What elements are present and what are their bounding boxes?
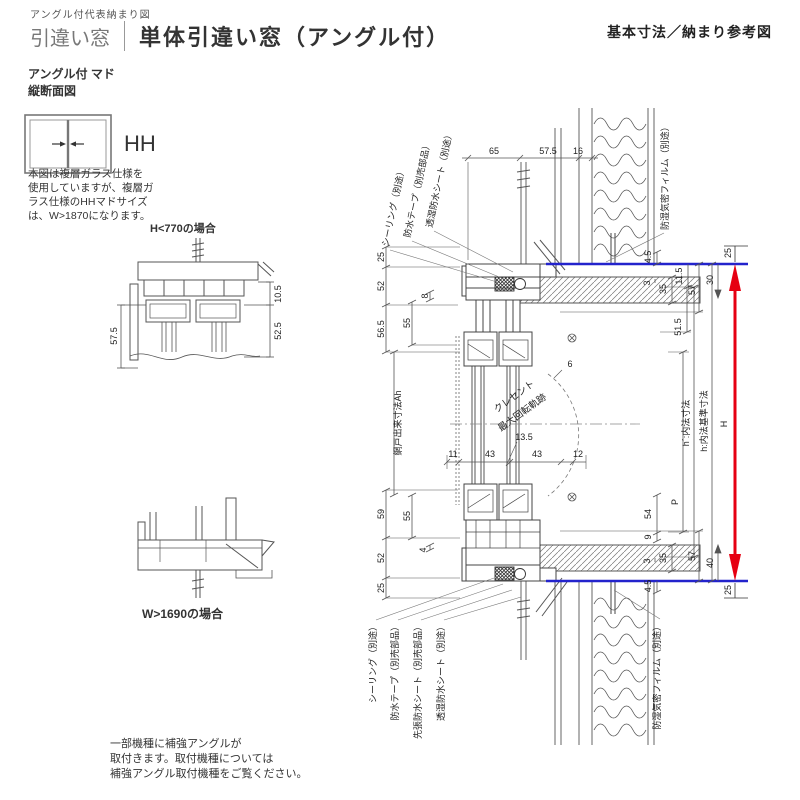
page-title: 単体引違い窓（アングル付） (139, 25, 451, 50)
dim-left-59: 59 (376, 509, 386, 519)
dim-right-57t: 57 (687, 285, 697, 295)
label-sheet-bottom: 透湿防水シート（別途） (435, 622, 446, 721)
reference-lines (450, 262, 748, 583)
slide-direction-arrows (52, 141, 84, 147)
dim-top-16: 16 (573, 146, 583, 156)
case-h-dimensions (117, 281, 274, 369)
frame-head-section (461, 239, 566, 333)
dim-right-4-5t: 4.5 (643, 251, 653, 264)
dim-left-55t: 55 (402, 318, 412, 328)
dim-right-9: 9 (643, 534, 653, 539)
footer-note-line: 取付きます。取付機種については (110, 753, 274, 765)
dim-right-35b: 35 (658, 553, 668, 563)
page-eyebrow: アングル付代表納まり図 (30, 10, 151, 21)
dim-right-35t: 35 (658, 284, 668, 294)
footer-note-line: 一部機種に補強アングルが (110, 738, 242, 750)
dim-left-52t: 52 (376, 281, 386, 291)
insulation-top (593, 117, 647, 257)
dim-right-11-5: 11.5 (674, 268, 684, 285)
fastener-symbols (567, 333, 577, 502)
dim-left-52b: 52 (376, 553, 386, 563)
label-sealing-bottom: シーリング（別途） (367, 622, 378, 703)
right-title: 基本寸法／納まり参考図 (607, 24, 772, 40)
wall-structure-bottom (516, 581, 655, 745)
dim-center-11: 11 (448, 449, 457, 459)
ref-base-dim-label: h:内法基準寸法 (698, 390, 709, 452)
dim-left-25b: 25 (376, 583, 386, 593)
case-w-detail-drawing (137, 497, 275, 598)
dimension-lines (381, 154, 722, 601)
seal-blocks (494, 276, 526, 581)
crescent-swing-arc (547, 373, 580, 497)
footer-note-line: 補強アングル取付機種をご覧ください。 (110, 768, 308, 780)
dim-right-51-5: 51.5 (673, 318, 683, 336)
title-row: 引違い窓 単体引違い窓（アングル付） (30, 20, 450, 52)
section-title-line2: 縦断面図 (28, 84, 77, 98)
label-tape-bottom: 防水テープ（別売部品） (389, 622, 400, 720)
dim-right-3b: 3 (642, 558, 652, 563)
label-film-bottom: 防湿気密フィルム（別途） (651, 622, 662, 730)
ref-p-label: P (670, 499, 680, 505)
glass-spec-note: 本図は複層ガラス仕様を 使用していますが、複層ガ ラス仕様のHHマドサイズ は、… (28, 167, 153, 223)
leader-lines (375, 230, 665, 621)
dim-center-43b: 43 (532, 449, 542, 459)
dim-top-65: 65 (489, 146, 499, 156)
dim-right-30: 30 (705, 275, 715, 285)
dim-right-40: 40 (705, 558, 715, 568)
wood-framing-hatch (511, 276, 701, 572)
dim-52-5: 52.5 (273, 322, 283, 340)
dim-57-5: 57.5 (109, 327, 119, 345)
ref-inner-dim-label: h´:内法寸法 (680, 400, 691, 447)
dim-top-57-5: 57.5 (539, 146, 557, 156)
dim-left-56-5: 56.5 (376, 320, 386, 338)
sliding-window-icon (24, 114, 112, 174)
case-h-detail-drawing: 57.5 10.5 52.5 (109, 238, 283, 369)
case-w-label: W>1690の場合 (142, 607, 224, 621)
dim-right-25b: 25 (723, 585, 733, 595)
window-code-label: HH (124, 131, 156, 156)
dim-right-25t: 25 (723, 248, 733, 258)
dim-right-57b: 57 (687, 551, 697, 561)
dim-center-43a: 43 (485, 449, 495, 459)
dim-10-5: 10.5 (273, 285, 283, 303)
note-line: 本図は複層ガラス仕様を (28, 168, 144, 180)
dim-right-4-5b: 4.5 (643, 580, 653, 593)
wall-structure-top (516, 108, 655, 264)
dim-left-8: 8 (420, 293, 430, 298)
sash-sections (463, 331, 533, 521)
note-line: ラス仕様のHHマドサイズ (28, 196, 148, 208)
dim-left-4: 4 (418, 547, 428, 552)
dim-left-55b: 55 (402, 511, 412, 521)
section-title-line1: アングル付 マド (28, 67, 115, 81)
insulation-bottom (593, 597, 647, 737)
note-line: は、W>1870になります。 (28, 210, 151, 222)
footer-note: 一部機種に補強アングルが 取付きます。取付機種については 補強アングル取付機種を… (110, 737, 308, 782)
dim-center-13-5: 13.5 (515, 432, 533, 442)
case-h-label: H<770の場合 (150, 223, 216, 235)
category-title: 引違い窓 (30, 27, 110, 50)
ref-h-label: H (719, 421, 729, 428)
dim-left-25t: 25 (376, 252, 386, 262)
screen-dim-label: 網戸出来寸法Ah (392, 390, 403, 455)
dim-right-3t: 3 (642, 280, 652, 285)
h-dimension-red (724, 245, 748, 599)
main-section-drawing: シーリング（別途） 防水テープ（別売部品） 透湿防水シート（別途） 防湿気密フィ… (367, 108, 748, 745)
label-film-top: 防湿気密フィルム（別途） (659, 122, 670, 230)
dim-center-12: 12 (573, 449, 583, 459)
section-title: アングル付 マド 縦断面図 (28, 66, 115, 100)
note-line: 使用していますが、複層ガ (28, 182, 154, 194)
title-divider (124, 21, 125, 51)
label-presheet-bottom: 先張防水シート（別売部品） (412, 622, 423, 739)
dim-right-54: 54 (643, 509, 653, 519)
dim-center-6: 6 (567, 359, 572, 369)
